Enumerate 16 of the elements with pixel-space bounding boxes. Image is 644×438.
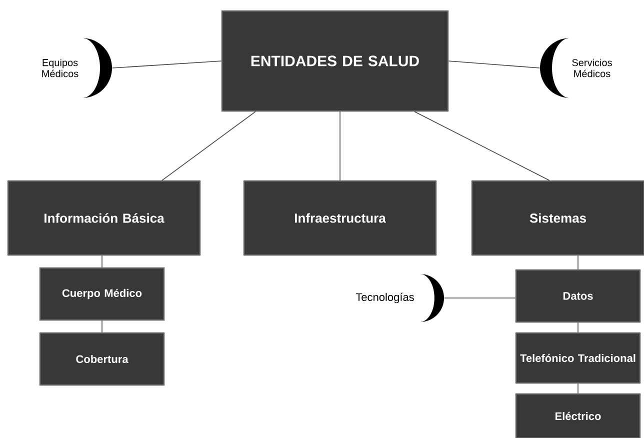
connector-line xyxy=(112,60,222,68)
connector-line xyxy=(448,60,540,68)
process-box: Sistemas xyxy=(471,180,644,256)
connector-line xyxy=(162,111,256,181)
process-box: Datos xyxy=(515,269,641,323)
crescent-label: Tecnologías xyxy=(356,274,444,322)
process-box: Información Básica xyxy=(7,180,201,256)
crescent-label: Servicios Médicos xyxy=(540,38,612,98)
process-box: Infraestructura xyxy=(243,180,437,256)
crescent-label: Equipos Médicos xyxy=(42,38,112,98)
process-box: Eléctrico xyxy=(515,393,641,438)
process-box: ENTIDADES DE SALUD xyxy=(221,10,449,112)
connector-line xyxy=(414,111,550,181)
process-box: Cuerpo Médico xyxy=(39,267,165,321)
process-box: Cobertura xyxy=(39,332,165,386)
process-box: Telefónico Tradicional xyxy=(515,332,641,384)
